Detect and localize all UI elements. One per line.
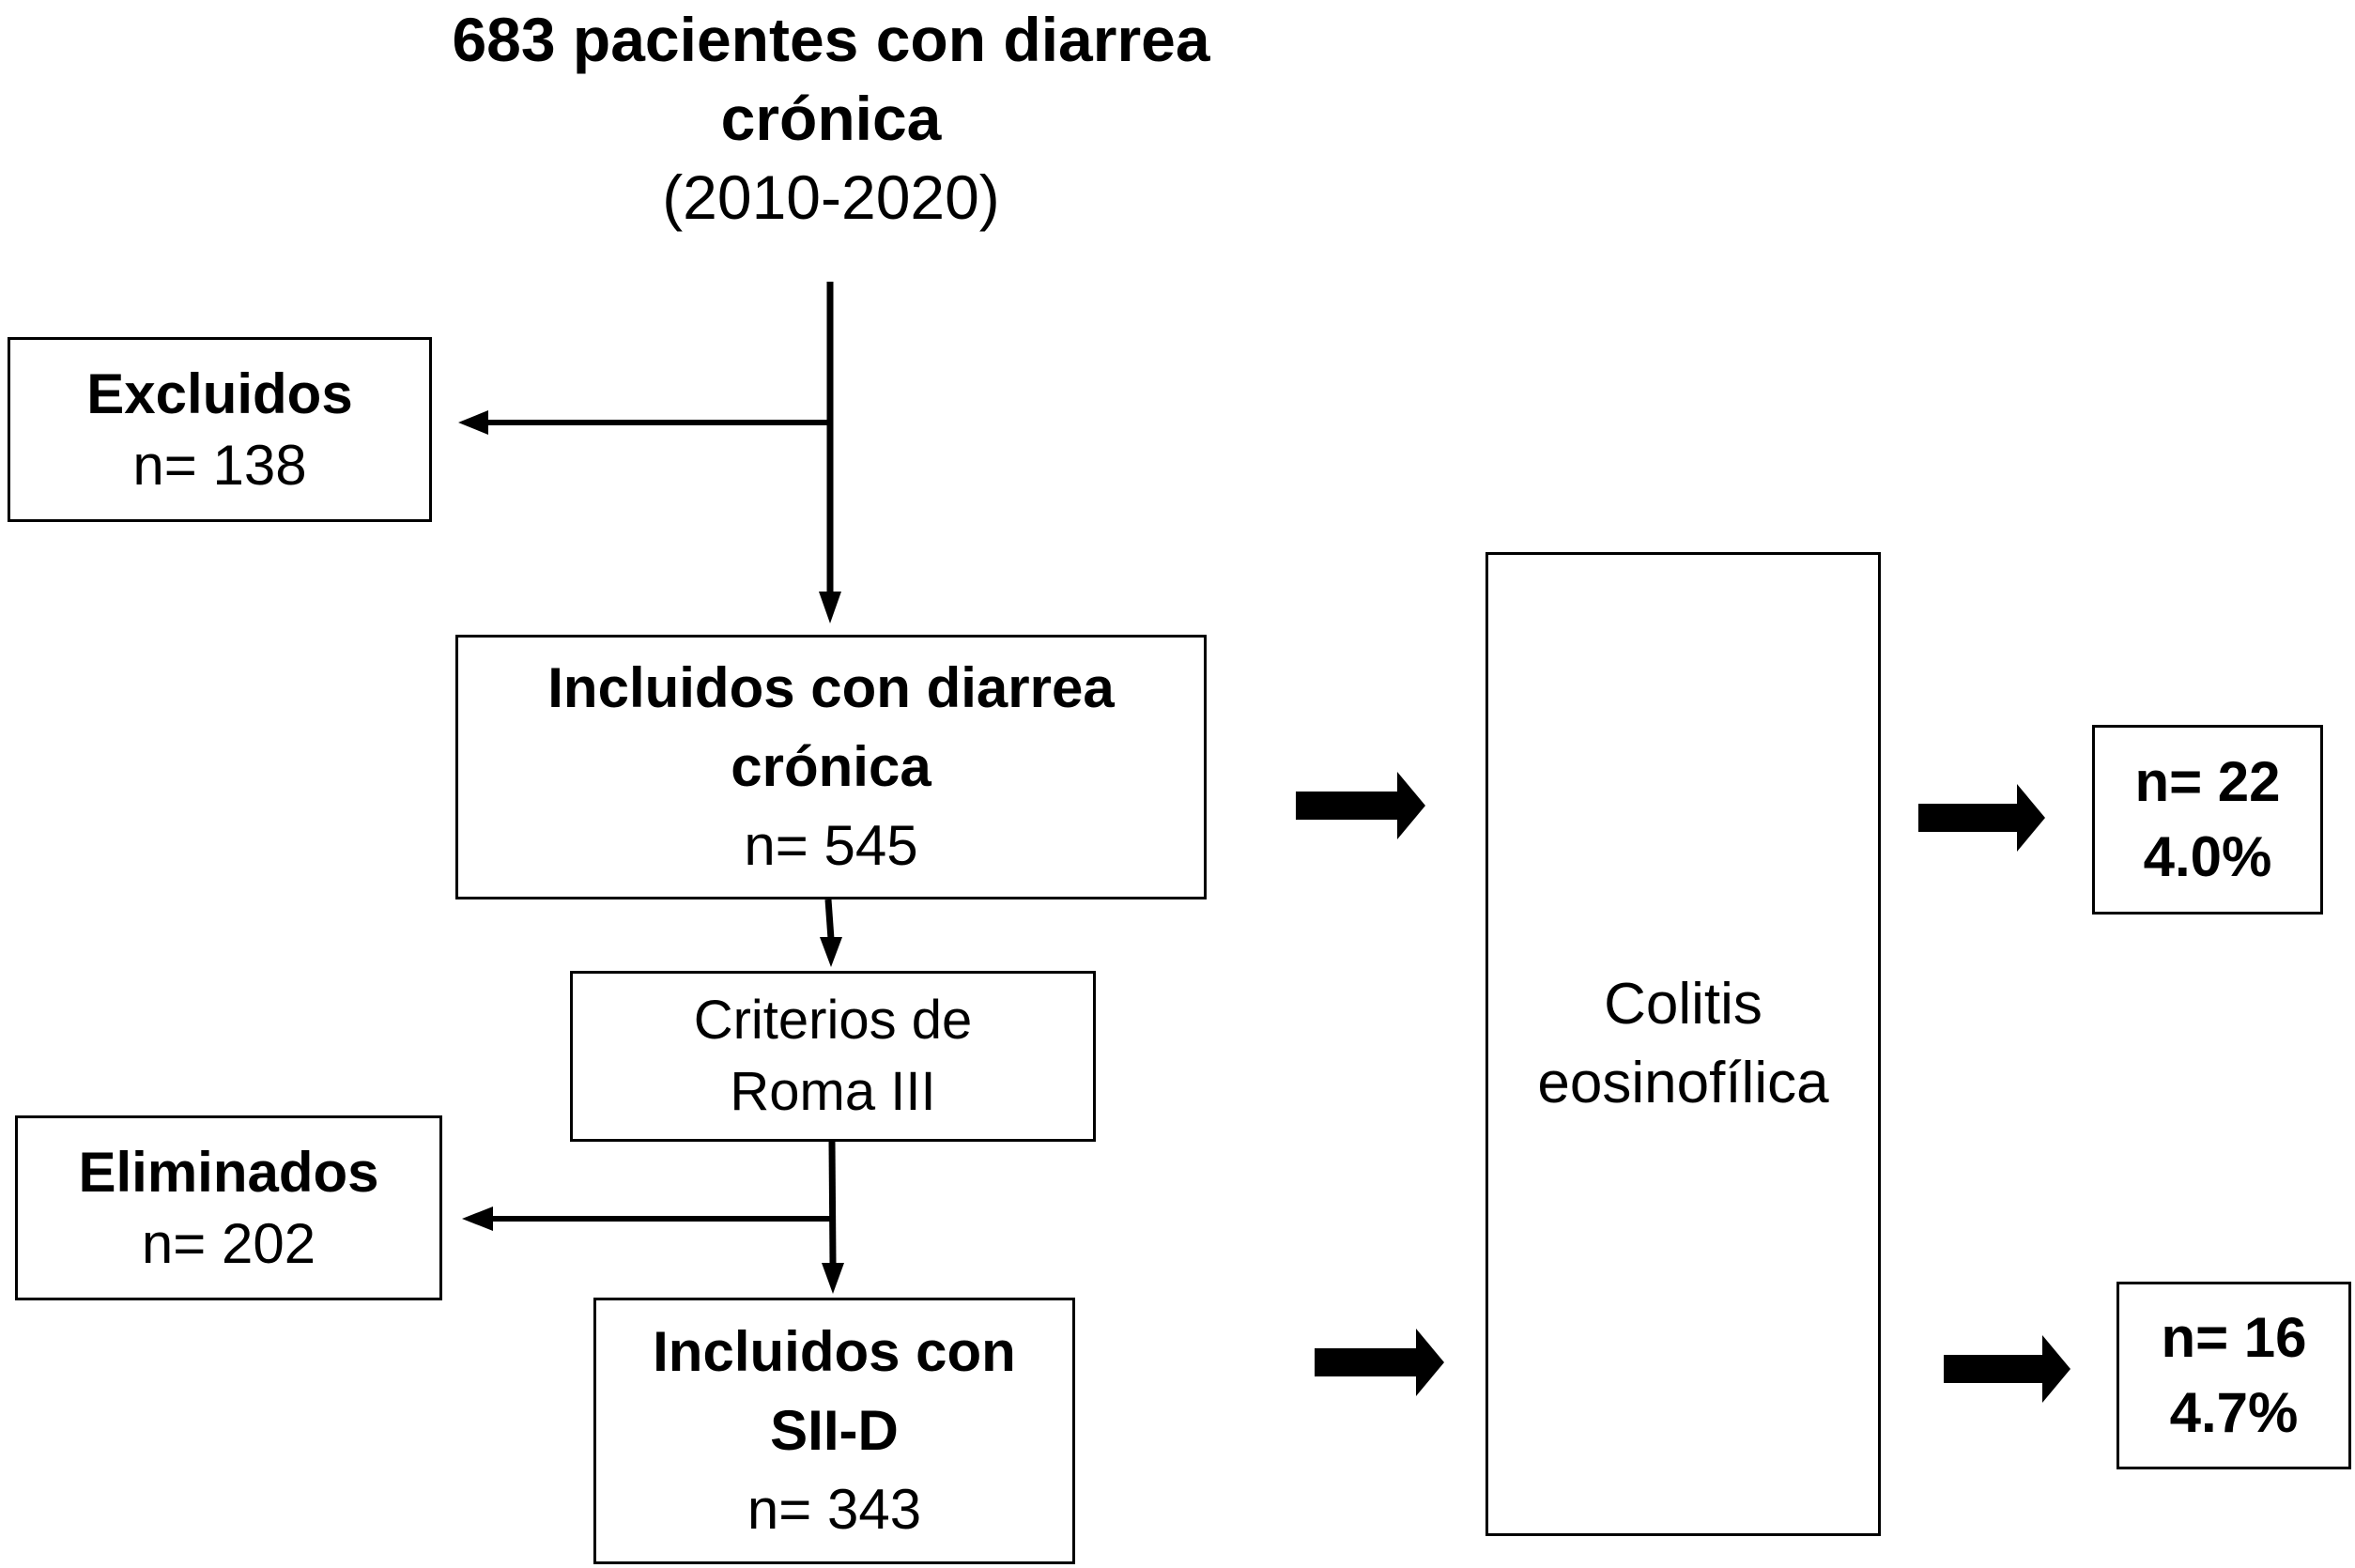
sii-label-line-2: SII-D [770, 1399, 899, 1462]
eliminados-box: Eliminados n= 202 [15, 1115, 442, 1300]
result-diarrea-percent: 4.0% [2143, 825, 2272, 888]
line-roma-to-sii [828, 1141, 837, 1264]
result-diarrea-box: n= 22 4.0% [2092, 725, 2323, 915]
block-arrow-colitis-to-result1 [1918, 784, 2045, 852]
colitis-label-line-1: Colitis [1604, 972, 1762, 1037]
colitis-eosinofilica-box: Colitis eosinofílica [1485, 552, 1881, 1536]
sii-label-line-1: Incluidos con [653, 1320, 1016, 1383]
colitis-label-line-2: eosinofílica [1537, 1051, 1829, 1115]
block-arrow-sii-to-colitis [1315, 1329, 1444, 1396]
incluidos-sii-box: Incluidos con SII-D n= 343 [593, 1298, 1075, 1564]
line-incluidos-to-roma [824, 899, 835, 940]
incluidos-label-line-2: crónica [731, 735, 931, 798]
roma-criteria-box: Criterios de Roma III [570, 971, 1096, 1142]
excluidos-count: n= 138 [132, 433, 307, 497]
eliminados-label: Eliminados [78, 1140, 379, 1204]
arrow-down-to-incluidos [819, 592, 841, 623]
roma-label-line-1: Criterios de [693, 990, 973, 1051]
arrow-left-to-excluidos [458, 410, 488, 435]
flow-start-title: 683 pacientes con diarrea crónica (2010-… [357, 0, 1305, 237]
title-line-2: crónica [720, 84, 942, 153]
arrow-down-to-roma [820, 937, 842, 967]
result-sii-count: n= 16 [2161, 1306, 2307, 1369]
arrow-down-to-sii [822, 1263, 844, 1294]
incluidos-label-line-1: Incluidos con diarrea [547, 656, 1115, 719]
sii-count: n= 343 [747, 1478, 922, 1541]
arrow-left-to-eliminados [462, 1207, 493, 1231]
result-sii-box: n= 16 4.7% [2116, 1282, 2351, 1469]
roma-label-line-2: Roma III [730, 1061, 936, 1122]
excluidos-box: Excluidos n= 138 [8, 337, 432, 522]
title-line-1: 683 pacientes con diarrea [452, 5, 1210, 74]
excluidos-label: Excluidos [86, 361, 353, 425]
block-arrow-incluidos-to-colitis [1296, 772, 1425, 839]
result-diarrea-count: n= 22 [2134, 750, 2281, 813]
block-arrow-colitis-to-result2 [1944, 1335, 2070, 1403]
title-period: (2010-2020) [662, 162, 1000, 232]
incluidos-diarrea-box: Incluidos con diarrea crónica n= 545 [455, 635, 1207, 899]
eliminados-count: n= 202 [141, 1211, 316, 1275]
result-sii-percent: 4.7% [2169, 1381, 2299, 1444]
incluidos-count: n= 545 [744, 814, 918, 877]
